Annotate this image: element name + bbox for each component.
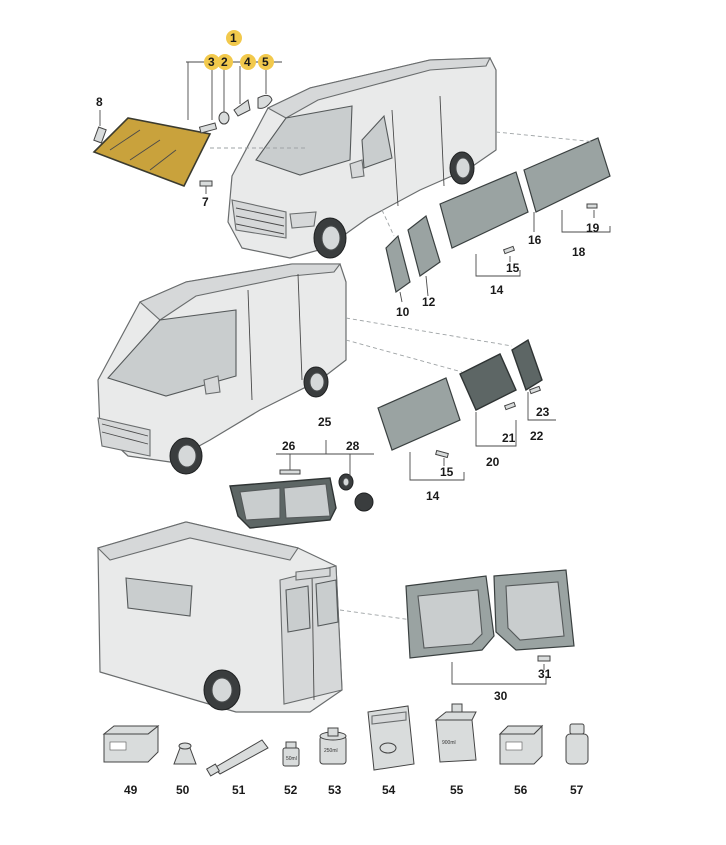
label-4: 4 bbox=[244, 55, 251, 69]
label-2-highlight bbox=[217, 54, 233, 70]
part-labels: 1 2 3 4 5 7 8 10 12 14 15 16 18 19 14 15… bbox=[96, 30, 600, 797]
label-1-highlight bbox=[226, 30, 242, 46]
label-10: 10 bbox=[396, 305, 410, 319]
label-8: 8 bbox=[96, 95, 103, 109]
consumable-57 bbox=[565, 723, 589, 765]
label-25: 25 bbox=[318, 415, 332, 429]
sliding-window-16 bbox=[439, 171, 529, 249]
label-15b: 15 bbox=[440, 465, 454, 479]
label-55: 55 bbox=[450, 783, 464, 797]
consumable-50 bbox=[173, 742, 197, 765]
label-19: 19 bbox=[586, 221, 600, 235]
window-23 bbox=[511, 338, 543, 392]
rear-window-18 bbox=[523, 137, 611, 213]
label-7: 7 bbox=[202, 195, 209, 209]
label-54: 54 bbox=[382, 783, 396, 797]
label-4-highlight bbox=[240, 54, 256, 70]
label-52: 52 bbox=[284, 783, 298, 797]
quarter-window-10 bbox=[385, 234, 411, 294]
consumable-54 bbox=[367, 705, 415, 771]
label-53: 53 bbox=[328, 783, 342, 797]
label-28: 28 bbox=[346, 439, 360, 453]
label-20: 20 bbox=[486, 455, 500, 469]
label-31: 31 bbox=[538, 667, 552, 681]
label-50: 50 bbox=[176, 783, 190, 797]
door-window-12 bbox=[407, 214, 441, 277]
label-26: 26 bbox=[282, 439, 296, 453]
label-21: 21 bbox=[502, 431, 516, 445]
label-5-highlight bbox=[258, 54, 274, 70]
label-23: 23 bbox=[536, 405, 550, 419]
label-3: 3 bbox=[208, 55, 215, 69]
container-print-55: 900ml bbox=[442, 740, 456, 746]
label-49: 49 bbox=[124, 783, 138, 797]
consumable-55: 900ml bbox=[434, 703, 477, 763]
consumable-49 bbox=[102, 724, 160, 763]
label-22: 22 bbox=[530, 429, 544, 443]
label-5: 5 bbox=[262, 55, 269, 69]
van-rear bbox=[96, 521, 343, 713]
sliding-window-14b bbox=[377, 377, 461, 451]
label-15a: 15 bbox=[506, 261, 520, 275]
consumable-53: 250ml bbox=[319, 727, 347, 765]
label-51: 51 bbox=[232, 783, 246, 797]
window-21 bbox=[459, 353, 517, 411]
label-30: 30 bbox=[494, 689, 508, 703]
label-56: 56 bbox=[514, 783, 528, 797]
label-16: 16 bbox=[528, 233, 542, 247]
label-2: 2 bbox=[221, 55, 228, 69]
label-12: 12 bbox=[422, 295, 436, 309]
label-18: 18 bbox=[572, 245, 586, 259]
windshield-part bbox=[92, 117, 212, 188]
label-3-highlight bbox=[204, 54, 220, 70]
consumable-56 bbox=[498, 724, 544, 765]
label-57: 57 bbox=[570, 783, 584, 797]
consumable-52: 50ml bbox=[282, 741, 300, 767]
container-print-53: 250ml bbox=[324, 748, 338, 754]
label-14b: 14 bbox=[426, 489, 440, 503]
van-front-mid bbox=[97, 263, 347, 475]
van-front-top bbox=[227, 57, 497, 259]
rear-door-glass-30 bbox=[405, 569, 575, 659]
container-print-52: 50ml bbox=[286, 756, 297, 762]
label-14a: 14 bbox=[490, 283, 504, 297]
consumable-51 bbox=[205, 739, 269, 777]
label-1: 1 bbox=[230, 31, 237, 45]
window-25-assembly bbox=[229, 469, 374, 529]
